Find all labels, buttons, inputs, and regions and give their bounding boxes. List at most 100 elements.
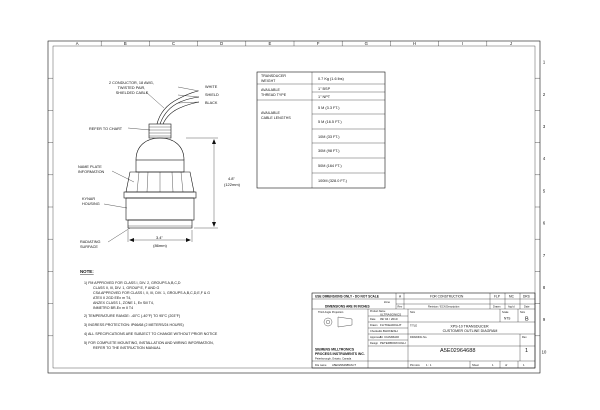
note-item: 4) ALL SPECIFICATIONS ARE SUBJECT TO CHA…	[84, 332, 218, 336]
title-label: TITLE	[410, 324, 417, 328]
drawing-number: A5E02964688	[440, 348, 475, 354]
file-name-label: File name	[315, 363, 327, 367]
column-zone-label: J	[510, 41, 512, 46]
rev-value: 1	[525, 348, 528, 354]
row-zone-label: 10	[542, 349, 547, 354]
cable-length-row: 50M (164 FT.)	[318, 164, 342, 168]
thread-value-bsp: 1" BSP	[318, 87, 331, 91]
cable-callout: 2 CONDUCTOR, 18 AWG, TWISTED PAIR, SHIEL…	[109, 81, 155, 95]
note-item: 5) FOR COMPLETE MOUNTING, INSTALLATION A…	[84, 341, 215, 350]
revision-date: DRS	[523, 295, 530, 299]
dimensions-units: DIMENSIONS ARE IN INCHES	[325, 305, 370, 309]
shield-wire-label: SHIELD	[205, 93, 219, 97]
radiating-surface-label: RADIATING SURFACE	[80, 240, 101, 249]
plot-size: 1 : 1	[426, 363, 432, 367]
date-value: 09/ 04 / 2010	[380, 317, 398, 321]
revision-approved: MC	[509, 295, 515, 299]
revision-drawn: FLP	[494, 295, 500, 299]
refer-to-chart-label: REFER TO CHART	[89, 127, 123, 131]
kynar-housing-label: KYNAR HOUSING	[82, 197, 100, 206]
dimensions-note: USE DIMENSIONS ONLY - DO NOT SCALE	[315, 295, 379, 299]
column-zone-label: E	[269, 41, 272, 46]
column-zone-label: H	[413, 41, 416, 46]
column-zone-label: F	[317, 41, 320, 46]
revision-description: FOR CONSTRUCTION	[430, 295, 464, 299]
column-zone-label: B	[124, 41, 127, 46]
file-name: A5E02964688/ACT	[332, 363, 356, 367]
drawn-label: Drawn	[370, 323, 378, 327]
weight-value: 0.7 Kg (1.6 lbs)	[318, 77, 344, 81]
header-date: Date	[524, 305, 530, 309]
sheet-label: Sheet	[472, 363, 479, 367]
design-value: PETERBOROUGH	[380, 341, 406, 345]
scale-label: Scale	[502, 310, 509, 314]
approved-value: M. CIAMMADI	[380, 335, 399, 339]
header-rev: Rev	[398, 305, 403, 309]
cable-length-row: 100M (328.0 FT.)	[318, 179, 348, 183]
row-zone-label: 4	[543, 156, 546, 161]
of-label: of	[505, 363, 507, 367]
company-name: SIEMENS MILLTRONICS PROCESS INSTRUMENTS …	[315, 348, 365, 357]
thread-label: AVAILABLE THREAD TYPE	[261, 88, 287, 97]
checked-label: Checked	[370, 329, 381, 333]
row-zone-label: 9	[543, 317, 546, 322]
transducer-outline	[123, 90, 200, 229]
column-zone-label: D	[220, 41, 223, 46]
row-zone-label: 2	[543, 92, 546, 97]
column-zone-label: G	[365, 41, 368, 46]
weight-label: TRANSDUCER WEIGHT	[261, 74, 287, 83]
drawing-number-label: DRAWING No.	[410, 335, 427, 339]
drawing-title: XPS-10 TRANSDUCER CUSTOMER OUTLINE DIAGR…	[443, 325, 498, 334]
kynar-housing	[125, 197, 195, 221]
row-zone-label: 1	[543, 60, 546, 65]
cable-length-row: 10M (33 FT.)	[318, 135, 340, 139]
approved-label: Approved	[370, 335, 382, 339]
cable-length-row: 5 M (3.3 FT.)	[318, 106, 340, 110]
row-zone-label: 8	[543, 285, 546, 290]
note-item: 3) INGRESS PROTECTION: IP66/68 (2 METERS…	[84, 323, 184, 327]
cable-length-row: 5 M (16.5 FT.)	[318, 120, 342, 124]
header-description: Revision / ECN Description	[428, 305, 460, 309]
white-wire-label: WHITE	[205, 85, 218, 89]
drawn-value: FLITKEADIGHT	[380, 323, 402, 327]
checked-value: A.BHONESH	[380, 329, 398, 333]
notes-heading: NOTE:	[80, 269, 94, 274]
column-zone-label: I	[462, 41, 463, 46]
row-zone-label: 6	[543, 221, 546, 226]
product-name-label: Product Name	[370, 310, 386, 313]
sheet-number: 1	[492, 363, 494, 367]
scale-value: NTS	[504, 317, 510, 321]
thread-value-npt: 1" NPT	[318, 95, 331, 99]
size-label: Size	[410, 310, 416, 314]
header-approved: App'd	[508, 305, 515, 309]
projection-label: Third Angle Projection	[318, 310, 344, 314]
cable-lengths-label: AVAILABLE CABLE LENGTHS	[261, 111, 291, 120]
note-item: 1) FM APPROVED FOR CLASS I, DIV. 2, GROU…	[84, 281, 211, 310]
height-dimension	[186, 137, 218, 229]
row-zone-label: 5	[543, 188, 546, 193]
revision-letter: A	[399, 295, 402, 299]
size-label: Size	[520, 310, 526, 314]
header-drawn: Drawn	[493, 305, 501, 309]
height-dimension-label: 4.8" (122mm)	[224, 176, 241, 187]
size-value: B	[525, 317, 529, 323]
column-zone-label: C	[172, 41, 175, 46]
sheet-total: 1	[523, 363, 525, 367]
header-zone: Zone	[384, 300, 390, 304]
date-label: Date	[370, 317, 376, 321]
cable-length-row: 30M (98 FT.)	[318, 149, 340, 153]
spec-table	[256, 71, 386, 189]
width-dimension-label: 3.4" (86mm)	[153, 235, 167, 248]
company-location: Peterborough, Ontario, Canada	[315, 357, 352, 361]
name-plate-label: NAME PLATE INFORMATION	[78, 165, 105, 174]
column-zone-label: A	[76, 41, 79, 46]
title-block	[311, 292, 536, 369]
rev-label: Rev	[522, 335, 527, 339]
row-zone-label: 7	[543, 253, 546, 258]
width-dimension	[127, 230, 193, 242]
plot-size-label: Plot size	[410, 363, 420, 367]
notes-list: 1) FM APPROVED FOR CLASS I, DIV. 2, GROU…	[84, 281, 218, 350]
note-item: 2) TEMPERATURE RANGE: -40°C (-40°F) TO 9…	[84, 314, 180, 318]
black-wire-label: BLACK	[205, 101, 218, 105]
